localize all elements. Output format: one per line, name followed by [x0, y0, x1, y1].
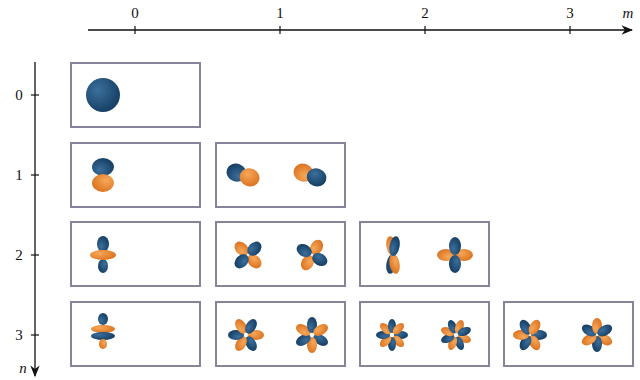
- cell-box: [71, 143, 200, 207]
- cell-box: [216, 143, 345, 207]
- n-tick-label: 3: [15, 328, 23, 343]
- orbital-lobe: [237, 166, 262, 190]
- n-tick-label: 1: [15, 168, 23, 183]
- n-tick-label: 0: [15, 88, 23, 103]
- n-tick-label: 2: [15, 248, 23, 263]
- orbital-lobe: [90, 250, 116, 260]
- orbital: [440, 319, 473, 352]
- orbital: [294, 317, 330, 353]
- orbital: [92, 158, 114, 192]
- cell-box: [360, 222, 489, 286]
- tick: [424, 26, 425, 34]
- orbital: [580, 318, 614, 352]
- orbital-lobe: [91, 325, 115, 333]
- ticks: [31, 26, 570, 335]
- orbital-lobe: [456, 325, 472, 338]
- m-tick-label: 3: [566, 6, 574, 21]
- orbital-lobe: [232, 251, 252, 271]
- cell-box: [360, 302, 489, 366]
- cell-box: [71, 222, 200, 286]
- orbital: [376, 319, 408, 351]
- tick: [569, 26, 570, 34]
- m-axis: [88, 29, 632, 30]
- orbital-lobe: [91, 332, 115, 340]
- orbital-lobe: [311, 322, 330, 339]
- orbital-lobe: [86, 78, 120, 112]
- m-tick-label: 2: [421, 6, 429, 21]
- orbital: [86, 78, 120, 112]
- orbital-lobe: [304, 166, 329, 190]
- orbital-lobe: [526, 318, 543, 337]
- tick: [134, 26, 135, 34]
- cell-box: [71, 302, 200, 366]
- tick: [31, 334, 39, 335]
- orbital-lobe: [98, 259, 108, 273]
- orbital: [385, 235, 401, 274]
- orbital: [224, 161, 262, 190]
- orbital-lobe: [388, 253, 401, 274]
- cell-box: [216, 222, 345, 286]
- m-tick-label: 0: [131, 6, 139, 21]
- n-axis: [34, 62, 35, 376]
- orbital-lobe: [244, 239, 264, 259]
- cell-box: [504, 302, 633, 366]
- tick: [31, 254, 39, 255]
- tick: [31, 94, 39, 95]
- axes: [35, 30, 632, 376]
- orbital: [228, 317, 264, 353]
- tick: [279, 26, 280, 34]
- orbital-lobe: [310, 250, 330, 268]
- axis-name: n: [19, 361, 27, 376]
- m-tick-label: 1: [276, 6, 284, 21]
- cell-box: [71, 63, 200, 127]
- orbital-lobe: [294, 241, 314, 259]
- orbital: [232, 239, 265, 272]
- orbital-lobe: [449, 237, 461, 255]
- axis-name: m: [623, 6, 634, 21]
- orbital-lobe: [92, 158, 114, 176]
- orbital-lobe: [92, 174, 114, 192]
- orbital: [291, 161, 329, 190]
- cells: [71, 63, 633, 366]
- orbital: [90, 236, 116, 273]
- orbital-lobe: [243, 317, 260, 336]
- orbital-lobe: [449, 255, 461, 273]
- orbital: [294, 237, 329, 272]
- cell-box: [216, 302, 345, 366]
- orbital: [91, 313, 115, 349]
- orbital-lobe: [595, 322, 614, 339]
- orbital-lobe: [388, 235, 401, 256]
- tick: [31, 174, 39, 175]
- orbital: [437, 237, 473, 273]
- orbital: [513, 318, 547, 352]
- orbital-lobe: [97, 236, 109, 252]
- orbital-lobe: [98, 313, 108, 325]
- orbitals: [86, 78, 614, 353]
- orbital-lobe: [99, 339, 107, 349]
- orbital-lobe: [391, 321, 407, 337]
